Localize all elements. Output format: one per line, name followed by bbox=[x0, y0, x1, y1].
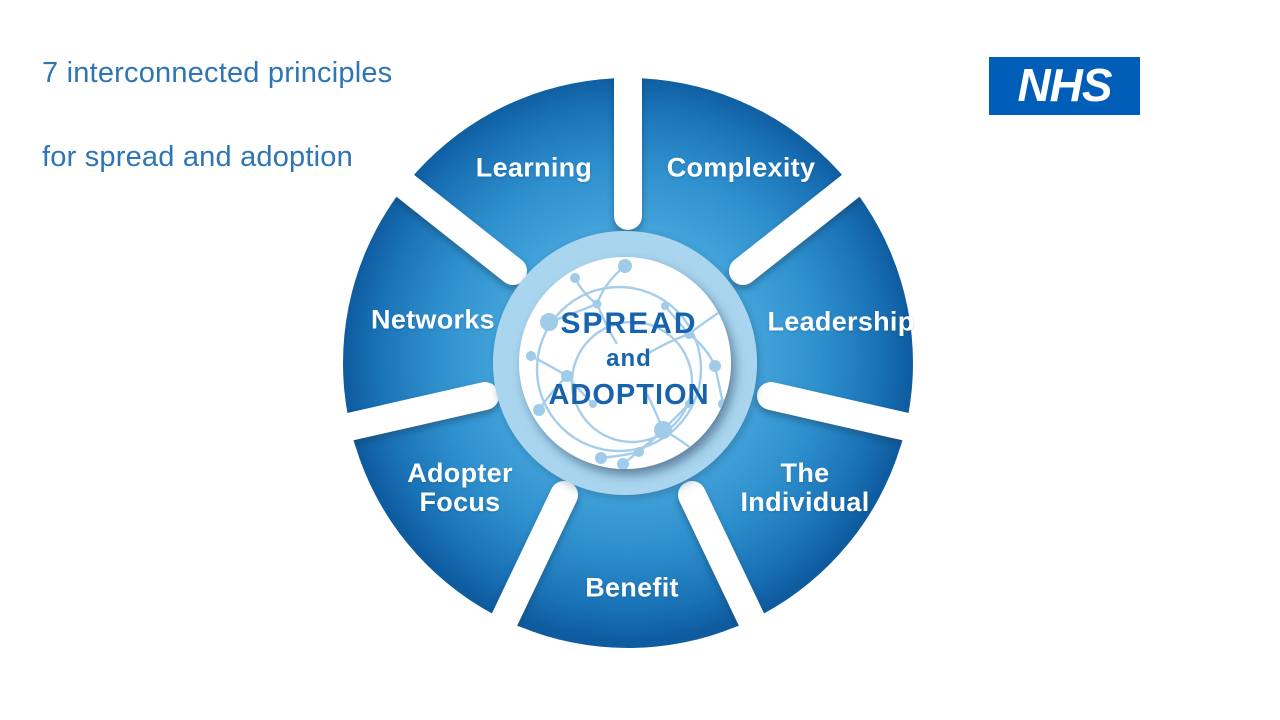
hub-text-line2: and bbox=[606, 345, 652, 372]
nhs-logo: NHS bbox=[989, 57, 1140, 115]
page-title-line2: for spread and adoption bbox=[42, 141, 353, 173]
page-title: 7 interconnected principles for spread a… bbox=[42, 52, 392, 178]
segment-label-the-individual: The Individual bbox=[740, 458, 870, 517]
segment-label-learning: Learning bbox=[475, 152, 593, 183]
segment-label-benefit: Benefit bbox=[585, 572, 679, 603]
segment-label-networks: Networks bbox=[371, 304, 495, 335]
page-title-line1: 7 interconnected principles bbox=[42, 57, 393, 89]
hub-text-line3: ADOPTION bbox=[548, 379, 710, 411]
segment-label-complexity: Complexity bbox=[666, 152, 816, 183]
hub-text: SPREAD and ADOPTION bbox=[548, 306, 709, 414]
hub-text-line1: SPREAD bbox=[560, 307, 698, 340]
network-icon bbox=[526, 259, 728, 469]
nhs-logo-text: NHS bbox=[1017, 59, 1112, 111]
segment-label-adopter-focus: Adopter Focus bbox=[407, 458, 513, 517]
segment-label-leadership: Leadership bbox=[767, 306, 915, 337]
